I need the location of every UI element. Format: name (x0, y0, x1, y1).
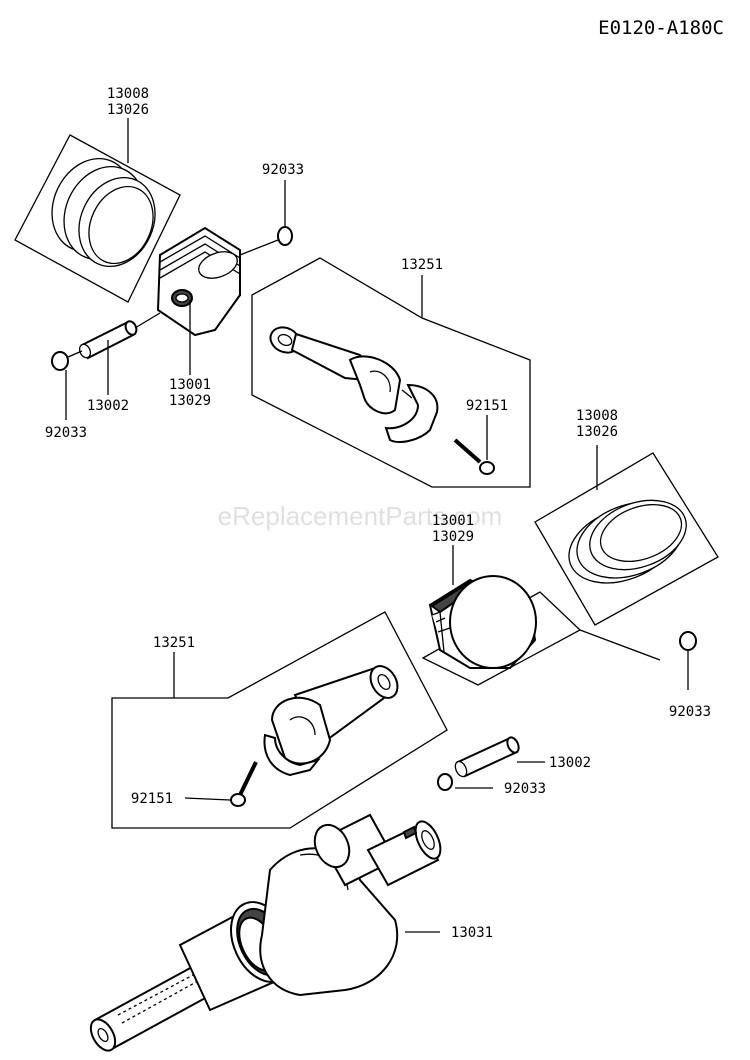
leader-bolt-bottom (184, 797, 231, 801)
clip-bottom[interactable] (437, 773, 453, 791)
callout-piston-top-2: 13029 (169, 393, 211, 409)
leader-piston-clip-bottom (579, 629, 661, 661)
callout-clip-bottom-right: 92033 (669, 704, 711, 720)
leader-piston-clip (239, 239, 279, 256)
bolt-bottom[interactable] (230, 761, 258, 807)
callout-rod-bottom: 13251 (153, 635, 195, 651)
piston-rings-bottom[interactable] (534, 452, 719, 626)
piston-pin-bottom[interactable] (453, 736, 521, 779)
callout-rings-top-2: 13026 (107, 102, 149, 118)
connecting-rod-bottom[interactable] (263, 661, 402, 777)
callout-bolt-bottom: 92151 (131, 791, 173, 807)
callout-piston-bottom-2: 13029 (432, 529, 474, 545)
callout-piston-top-1: 13001 (169, 377, 211, 393)
connecting-rod-top[interactable] (266, 323, 402, 415)
clip-bottom-right[interactable] (679, 631, 697, 651)
callout-rings-top-1: 13008 (107, 86, 149, 102)
leader-clip-pin (67, 350, 83, 358)
clip-top-right[interactable] (277, 226, 293, 246)
callout-clip-top-left: 92033 (45, 425, 87, 441)
callout-rod-top: 13251 (401, 257, 443, 273)
watermark: eReplacementParts.com (218, 501, 503, 531)
callout-rings-bottom-1: 13008 (576, 408, 618, 424)
rod-box-top (251, 257, 531, 488)
callout-pin-top: 13002 (87, 398, 129, 414)
clip-top-left[interactable] (51, 351, 69, 371)
crankshaft[interactable] (86, 813, 446, 1055)
diagram-id: E0120-A180C (598, 17, 724, 39)
piston-top[interactable] (156, 226, 241, 337)
rod-box-bottom (111, 611, 448, 829)
leader-pin-piston (134, 312, 161, 329)
callout-clip-bottom: 92033 (504, 781, 546, 797)
callout-pin-bottom: 13002 (549, 755, 591, 771)
callout-bolt-top: 92151 (466, 398, 508, 414)
callout-piston-bottom-1: 13001 (432, 513, 474, 529)
callout-clip-top-right: 92033 (262, 162, 304, 178)
callout-crankshaft: 13031 (451, 925, 493, 941)
piston-rings-top[interactable] (14, 134, 181, 303)
piston-bottom[interactable] (428, 575, 537, 669)
bolt-top[interactable] (453, 438, 495, 475)
rod-cap-top[interactable] (384, 383, 439, 443)
callout-rings-bottom-2: 13026 (576, 424, 618, 440)
